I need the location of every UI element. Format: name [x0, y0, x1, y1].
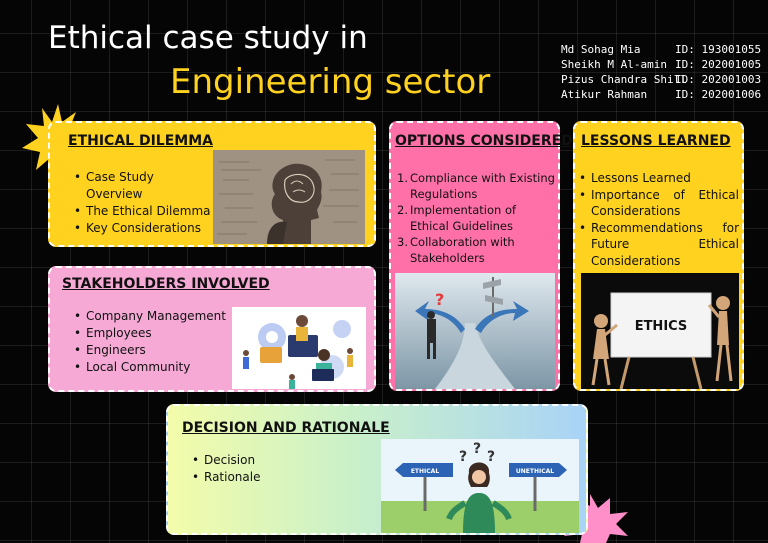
list-item: Decision — [192, 452, 342, 469]
ethical-dilemma-list: Case Study Overview The Ethical Dilemma … — [74, 169, 214, 237]
list-item: 3.Collaboration with Stakeholders — [397, 234, 555, 266]
ethical-choice-image: ETHICAL UNETHICAL ? ? ? — [381, 439, 579, 533]
svg-text:?: ? — [487, 449, 495, 465]
option-number: 2. — [397, 203, 408, 217]
list-item: Recommendations for Future Ethical Consi… — [579, 220, 739, 270]
ethics-board-image: ETHICS — [581, 273, 739, 389]
lessons-list: Lessons Learned Importance of Ethical Co… — [579, 170, 739, 269]
member-name: Pizus Chandra Shill — [561, 73, 687, 86]
stakeholders-card: STAKEHOLDERS INVOLVED Company Management… — [48, 266, 376, 392]
option-text: Collaboration with Stakeholders — [410, 235, 515, 265]
ethical-dilemma-card: ETHICAL DILEMMA Case Study Overview The … — [48, 121, 376, 247]
list-item: Rationale — [192, 469, 342, 486]
list-item: Employees — [74, 325, 234, 342]
team-member-row: Md Sohag Mia ID: 193001055 — [561, 42, 761, 57]
ethical-dilemma-heading: ETHICAL DILEMMA — [68, 133, 213, 149]
team-member-row: Sheikh M Al-amin ID: 202001005 — [561, 57, 761, 72]
options-considered-card: OPTIONS CONSIDERED 1.Compliance with Exi… — [389, 121, 573, 391]
list-item: Company Management — [74, 308, 234, 325]
lessons-learned-card: LESSONS LEARNED Lessons Learned Importan… — [573, 121, 744, 391]
list-item: Lessons Learned — [579, 170, 739, 187]
page-title-line2: Engineering sector — [170, 62, 491, 102]
member-name: Sheikh M Al-amin — [561, 58, 667, 71]
member-name: Md Sohag Mia — [561, 43, 641, 56]
unethical-sign-text: UNETHICAL — [516, 468, 554, 475]
decision-list: Decision Rationale — [192, 452, 342, 486]
team-collaboration-image — [232, 307, 366, 389]
option-text: Implementation of Ethical Guidelines — [410, 203, 517, 233]
team-member-row: Atikur Rahman ID: 202001006 — [561, 87, 761, 102]
crossroads-image: ? — [395, 273, 555, 389]
stakeholders-list: Company Management Employees Engineers L… — [74, 308, 234, 376]
list-item: Case Study Overview — [74, 169, 214, 203]
ethical-sign-text: ETHICAL — [411, 468, 439, 475]
member-id: ID: 202001005 — [675, 58, 762, 71]
page-title-line1: Ethical case study in — [48, 20, 368, 56]
member-id: ID: 202001006 — [675, 88, 762, 101]
list-item: Engineers — [74, 342, 234, 359]
member-id: ID: 202001003 — [675, 73, 762, 86]
member-id: ID: 193001055 — [675, 43, 762, 56]
list-item: 2.Implementation of Ethical Guidelines — [397, 202, 555, 234]
list-item: Local Community — [74, 359, 234, 376]
decision-rationale-heading: DECISION AND RATIONALE — [182, 420, 390, 436]
member-name: Atikur Rahman — [561, 88, 648, 101]
list-item: 1.Compliance with Existing Regulations — [397, 170, 555, 202]
list-item: Key Considerations — [74, 220, 214, 237]
svg-text:?: ? — [435, 290, 444, 309]
option-number: 1. — [397, 171, 408, 185]
svg-text:?: ? — [473, 441, 481, 457]
thinking-head-image — [213, 150, 365, 244]
list-item: Importance of Ethical Considerations — [579, 187, 739, 220]
svg-text:?: ? — [459, 449, 467, 465]
stakeholders-heading: STAKEHOLDERS INVOLVED — [62, 276, 270, 292]
lessons-learned-heading: LESSONS LEARNED — [581, 133, 731, 149]
list-item: The Ethical Dilemma — [74, 203, 214, 220]
decision-rationale-card: DECISION AND RATIONALE Decision Rational… — [166, 404, 588, 535]
option-text: Compliance with Existing Regulations — [410, 171, 555, 201]
team-members-list: Md Sohag Mia ID: 193001055 Sheikh M Al-am… — [561, 42, 761, 102]
option-number: 3. — [397, 235, 408, 249]
options-list: 1.Compliance with Existing Regulations 2… — [397, 170, 555, 266]
ethics-board-text: ETHICS — [635, 319, 688, 334]
options-considered-heading: OPTIONS CONSIDERED — [395, 133, 573, 149]
